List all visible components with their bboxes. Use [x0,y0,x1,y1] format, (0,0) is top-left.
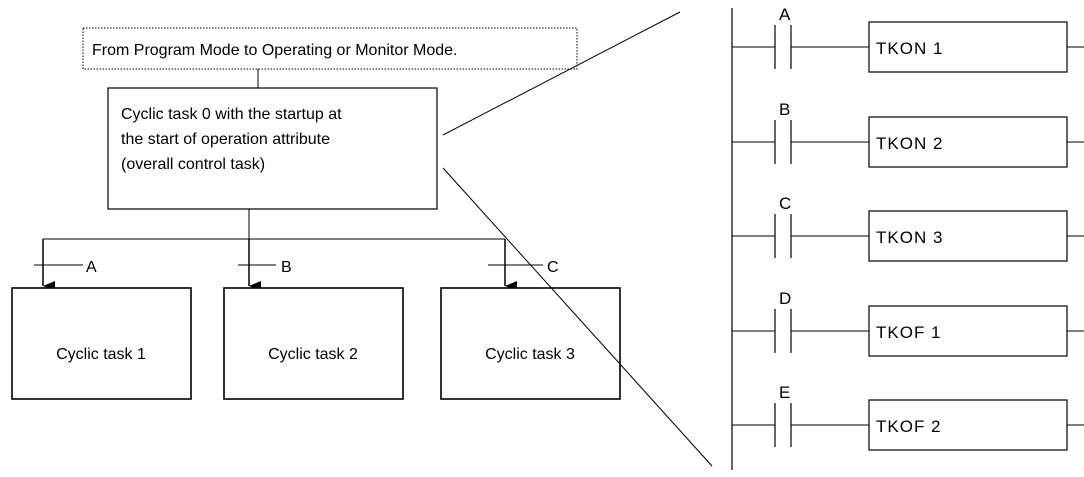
cyclic-task-2-label: Cyclic task 2 [268,346,358,363]
contact-label: C [779,194,791,213]
ladder-rungs: A TKON 1 B TKON 2 C TKON 3 D TKOF 1 E TKOF 2 [732,5,1084,451]
cyclic-task-2-box [223,287,404,400]
control-task-box [107,87,438,210]
branch-3-condition-label: C [547,259,559,276]
contact-label: E [779,383,790,402]
branch-1: A Cyclic task 1 [11,239,192,400]
instruction-label: TKON 2 [876,134,943,153]
branch-2-condition-label: B [281,259,292,276]
branch-1-condition-label: A [86,259,97,276]
ladder-rung: A TKON 1 [732,5,1084,73]
instruction-box [868,210,1068,262]
contact-label: D [779,289,791,308]
instruction-label: TKOF 2 [876,417,942,436]
instruction-box [868,305,1068,357]
cyclic-task-1-box [11,287,192,400]
instruction-label: TKON 3 [876,228,943,247]
ladder-rung: C TKON 3 [732,194,1084,262]
branch-2: B Cyclic task 2 [223,239,404,400]
instruction-box [868,21,1068,73]
contact-label: A [779,5,791,24]
ladder-rung: B TKON 2 [732,100,1084,168]
control-task-line-1: Cyclic task 0 with the startup at [121,106,342,123]
ladder-program: A TKON 1 B TKON 2 C TKON 3 D TKOF 1 E TKOF 2 [731,5,1084,470]
control-task-line-3: (overall control task) [121,156,265,173]
ladder-rung: D TKOF 1 [732,289,1084,357]
cyclic-task-1-label: Cyclic task 1 [56,346,146,363]
ladder-rung: E TKOF 2 [732,383,1084,451]
instruction-box [868,116,1068,168]
mode-change-label: From Program Mode to Operating or Monito… [92,42,457,59]
contact-label: B [779,100,790,119]
mode-change-box [82,27,578,70]
instruction-label: TKON 1 [876,39,943,58]
callout-line-upper [442,11,681,136]
cyclic-task-3-label: Cyclic task 3 [485,346,575,363]
branch-3: C Cyclic task 3 [440,239,621,400]
control-task-line-2: the start of operation attribute [121,131,330,148]
callout-line-lower [442,167,713,467]
flow-diagram: From Program Mode to Operating or Monito… [11,11,713,467]
instruction-label: TKOF 1 [876,323,942,342]
cyclic-task-3-box [440,287,621,400]
